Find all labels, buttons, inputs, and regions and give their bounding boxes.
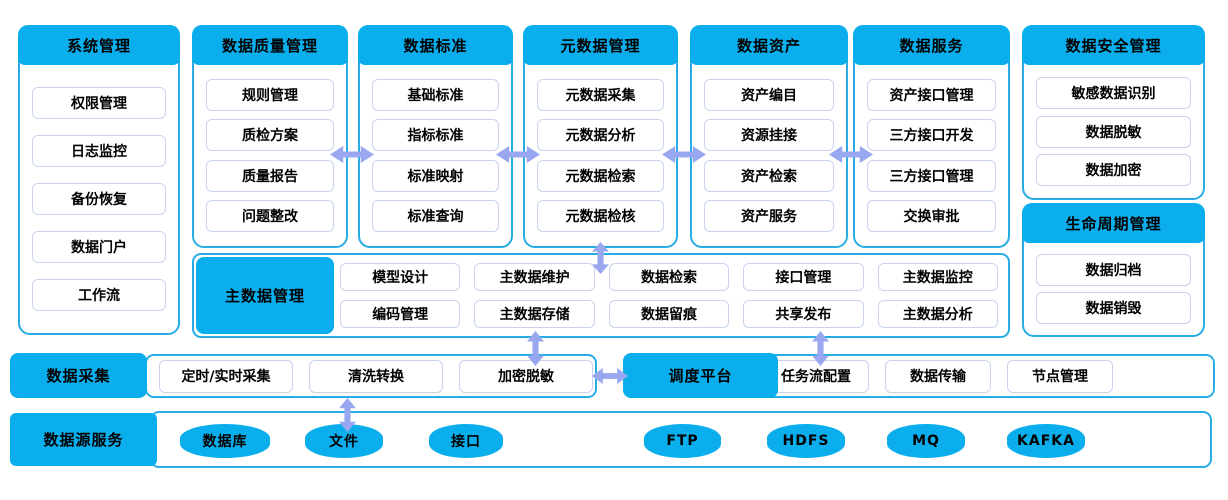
diagram-item: 资产检索 (704, 159, 834, 192)
diagram-item: 数据门户 (32, 231, 166, 263)
diagram-item: 权限管理 (32, 87, 166, 119)
datasource-database-cylinder: 数据库 (180, 424, 270, 458)
panel-body-system-management: 权限管理日志监控备份恢复数据门户工作流 (20, 65, 178, 333)
panel-system-management: 系统管理 权限管理日志监控备份恢复数据门户工作流 (18, 25, 180, 335)
diagram-item: 规则管理 (206, 79, 334, 112)
diagram-item: 数据脱敏 (1036, 115, 1191, 148)
diagram-item: 编码管理 (340, 300, 461, 328)
diagram-item: 模型设计 (340, 263, 461, 291)
double-arrow-icon (339, 398, 356, 432)
panel-title-data-security: 数据安全管理 (1022, 25, 1205, 65)
panel-body-data-services: 资产接口管理三方接口开发三方接口管理交换审批 (855, 65, 1008, 246)
panel-data-quality: 数据质量管理 规则管理质检方案质量报告问题整改 (192, 25, 348, 248)
row-body-master-data: 模型设计主数据维护数据检索接口管理主数据监控编码管理主数据存储数据留痕共享发布主… (340, 263, 998, 328)
diagram-item: 数据传输 (885, 359, 991, 393)
diagram-item: 接口管理 (743, 263, 864, 291)
diagram-item: 主数据分析 (877, 300, 998, 328)
row-label-master-data: 主数据管理 (196, 257, 334, 334)
panel-data-assets: 数据资产 资产编目资源挂接资产检索资产服务 (690, 25, 848, 248)
panel-title-data-quality: 数据质量管理 (192, 25, 348, 65)
double-arrow-icon (592, 242, 609, 274)
diagram-item: 数据加密 (1036, 153, 1191, 186)
diagram-item: 交换审批 (867, 199, 996, 232)
datasource-hdfs-cylinder: HDFS (767, 424, 845, 458)
double-arrow-icon (330, 146, 374, 163)
panel-body-data-quality: 规则管理质检方案质量报告问题整改 (194, 65, 346, 246)
panel-data-security: 数据安全管理 敏感数据识别数据脱敏数据加密 (1022, 25, 1205, 200)
diagram-item: 标准查询 (372, 199, 499, 232)
panel-body-data-standards: 基础标准指标标准标准映射标准查询 (360, 65, 511, 246)
panel-data-standards: 数据标准 基础标准指标标准标准映射标准查询 (358, 25, 513, 248)
row-label-data-collection: 数据采集 (10, 353, 147, 398)
diagram-item: 工作流 (32, 279, 166, 311)
diagram-item: 资源挂接 (704, 119, 834, 152)
panel-title-lifecycle-management: 生命周期管理 (1022, 203, 1205, 243)
diagram-item: 备份恢复 (32, 183, 166, 215)
panel-body-metadata-management: 元数据采集元数据分析元数据检索元数据检核 (525, 65, 676, 246)
diagram-item: 资产接口管理 (867, 79, 996, 112)
diagram-item: 节点管理 (1007, 359, 1113, 393)
panel-title-data-services: 数据服务 (853, 25, 1010, 65)
panel-title-metadata-management: 元数据管理 (523, 25, 678, 65)
diagram-item: 三方接口管理 (867, 159, 996, 192)
datasource-mq-cylinder: MQ (887, 424, 965, 458)
diagram-item: 元数据检索 (537, 159, 664, 192)
diagram-item: 指标标准 (372, 119, 499, 152)
diagram-item: 资产服务 (704, 199, 834, 232)
panel-metadata-management: 元数据管理 元数据采集元数据分析元数据检索元数据检核 (523, 25, 678, 248)
datasource-kafka-cylinder: KAFKA (1007, 424, 1085, 458)
row-data-collection: 定时/实时采集清洗转换加密脱敏 (145, 354, 597, 398)
double-arrow-icon (829, 146, 873, 163)
diagram-item: 元数据采集 (537, 79, 664, 112)
diagram-item: 基础标准 (372, 79, 499, 112)
row-body-data-collection: 定时/实时采集清洗转换加密脱敏 (159, 359, 593, 393)
diagram-item: 元数据分析 (537, 119, 664, 152)
row-scheduling-platform: 任务流配置数据传输节点管理 (745, 354, 1215, 398)
double-arrow-icon (496, 146, 540, 163)
diagram-item: 敏感数据识别 (1036, 77, 1191, 110)
row-label-data-sources: 数据源服务 (10, 413, 157, 466)
diagram-item: 三方接口开发 (867, 119, 996, 152)
diagram-item: 元数据检核 (537, 199, 664, 232)
datasource-file-cylinder: 文件 (305, 424, 383, 458)
diagram-item: 定时/实时采集 (159, 359, 293, 393)
diagram-item: 标准映射 (372, 159, 499, 192)
diagram-item: 加密脱敏 (459, 359, 593, 393)
diagram-item: 数据留痕 (608, 300, 730, 328)
panel-title-data-standards: 数据标准 (358, 25, 513, 65)
diagram-item: 共享发布 (743, 300, 864, 328)
diagram-item: 主数据存储 (474, 300, 595, 328)
diagram-item: 清洗转换 (309, 359, 443, 393)
panel-body-data-assets: 资产编目资源挂接资产检索资产服务 (692, 65, 846, 246)
diagram-item: 主数据维护 (474, 263, 595, 291)
double-arrow-icon (812, 331, 829, 366)
diagram-item: 数据销毁 (1036, 291, 1191, 324)
panel-title-data-assets: 数据资产 (690, 25, 848, 65)
diagram-item: 日志监控 (32, 135, 166, 167)
panel-lifecycle-management: 生命周期管理 数据归档数据销毁 (1022, 203, 1205, 337)
panel-data-services: 数据服务 资产接口管理三方接口开发三方接口管理交换审批 (853, 25, 1010, 248)
double-arrow-icon (592, 368, 628, 384)
diagram-item: 质检方案 (206, 119, 334, 152)
panel-body-data-security: 敏感数据识别数据脱敏数据加密 (1024, 65, 1203, 198)
diagram-item: 问题整改 (206, 199, 334, 232)
row-data-sources: 数据库 文件 接口 FTP HDFS MQ KAFKA (150, 411, 1212, 468)
row-label-scheduling-platform: 调度平台 (623, 353, 778, 398)
diagram-item: 任务流配置 (763, 359, 869, 393)
panel-title-system-management: 系统管理 (18, 25, 180, 65)
diagram-item: 数据归档 (1036, 254, 1191, 287)
double-arrow-icon (662, 146, 706, 163)
diagram-item: 主数据监控 (877, 263, 998, 291)
row-body-scheduling-platform: 任务流配置数据传输节点管理 (763, 359, 1113, 393)
datasource-api-cylinder: 接口 (429, 424, 503, 458)
double-arrow-icon (527, 331, 544, 366)
panel-body-lifecycle-management: 数据归档数据销毁 (1024, 243, 1203, 335)
datasource-ftp-cylinder: FTP (644, 424, 721, 458)
diagram-item: 质量报告 (206, 159, 334, 192)
diagram-item: 资产编目 (704, 79, 834, 112)
diagram-item: 数据检索 (608, 263, 730, 291)
